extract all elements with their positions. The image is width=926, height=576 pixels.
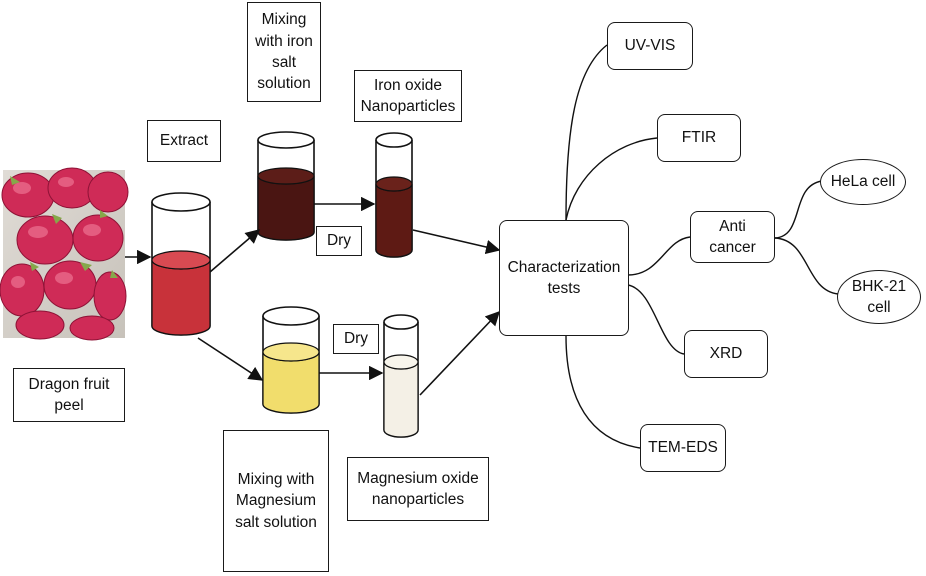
ftir-label: FTIR	[681, 129, 717, 147]
tem-eds-box: TEM-EDS	[640, 424, 726, 472]
uv-vis-label: UV-VIS	[624, 37, 676, 55]
xrd-box: XRD	[684, 330, 768, 378]
anticancer-label: Anti cancer	[709, 217, 756, 256]
characterization-label: Characterization tests	[507, 258, 621, 297]
extract-cylinder	[151, 192, 211, 336]
iron-mix-cylinder	[257, 131, 315, 241]
iron-oxide-tube	[375, 132, 413, 258]
extract-box: Extract	[147, 120, 221, 162]
mixing-iron-box: Mixing with iron salt solution	[247, 2, 321, 102]
hela-oval: HeLa cell	[820, 159, 906, 205]
branch-uv-vis	[565, 44, 608, 221]
hela-label: HeLa cell	[830, 173, 896, 191]
branch-hela	[774, 180, 823, 239]
branch-ftir	[565, 137, 658, 221]
bhk-label: BHK-21 cell	[851, 277, 907, 316]
dragon-fruit-peel-label: Dragon fruit peel	[28, 375, 110, 414]
magnesium-oxide-label: Magnesium oxide nanoparticles	[357, 469, 479, 508]
extract-label: Extract	[159, 132, 209, 150]
magnesium-oxide-box: Magnesium oxide nanoparticles	[347, 457, 489, 521]
characterization-box: Characterization tests	[499, 220, 629, 336]
dry-bottom-label: Dry	[343, 330, 369, 348]
arrow-extract-to-iron-mix	[209, 229, 261, 273]
xrd-label: XRD	[709, 345, 743, 363]
branch-tem-eds	[565, 335, 641, 449]
iron-oxide-label: Iron oxide Nanoparticles	[360, 76, 456, 115]
ftir-box: FTIR	[657, 114, 741, 162]
uv-vis-box: UV-VIS	[607, 22, 693, 70]
dry-top-label: Dry	[326, 232, 352, 250]
tem-eds-label: TEM-EDS	[648, 439, 718, 457]
dry-bottom-box: Dry	[333, 324, 379, 354]
anticancer-box: Anti cancer	[690, 211, 775, 263]
arrow-magnesium-oxide-to-tests	[419, 310, 500, 396]
mixing-magnesium-label: Mixing with Magnesium salt solution	[235, 470, 317, 531]
dry-top-box: Dry	[316, 226, 362, 256]
mixing-magnesium-box: Mixing with Magnesium salt solution	[223, 430, 329, 572]
arrow-iron-oxide-to-tests	[412, 229, 501, 255]
mixing-iron-label: Mixing with iron salt solution	[255, 11, 313, 93]
branch-bhk	[774, 237, 839, 295]
arrow-extract-to-magnesium-mix	[197, 337, 264, 381]
bhk-oval: BHK-21 cell	[837, 270, 921, 324]
dragon-fruit-peel-box: Dragon fruit peel	[13, 368, 125, 422]
branch-xrd	[627, 284, 685, 355]
branch-anticancer	[627, 236, 691, 276]
iron-oxide-box: Iron oxide Nanoparticles	[354, 70, 462, 122]
dragon-fruit-photo	[0, 167, 129, 341]
magnesium-mix-cylinder	[262, 306, 320, 414]
magnesium-oxide-tube	[383, 314, 419, 438]
